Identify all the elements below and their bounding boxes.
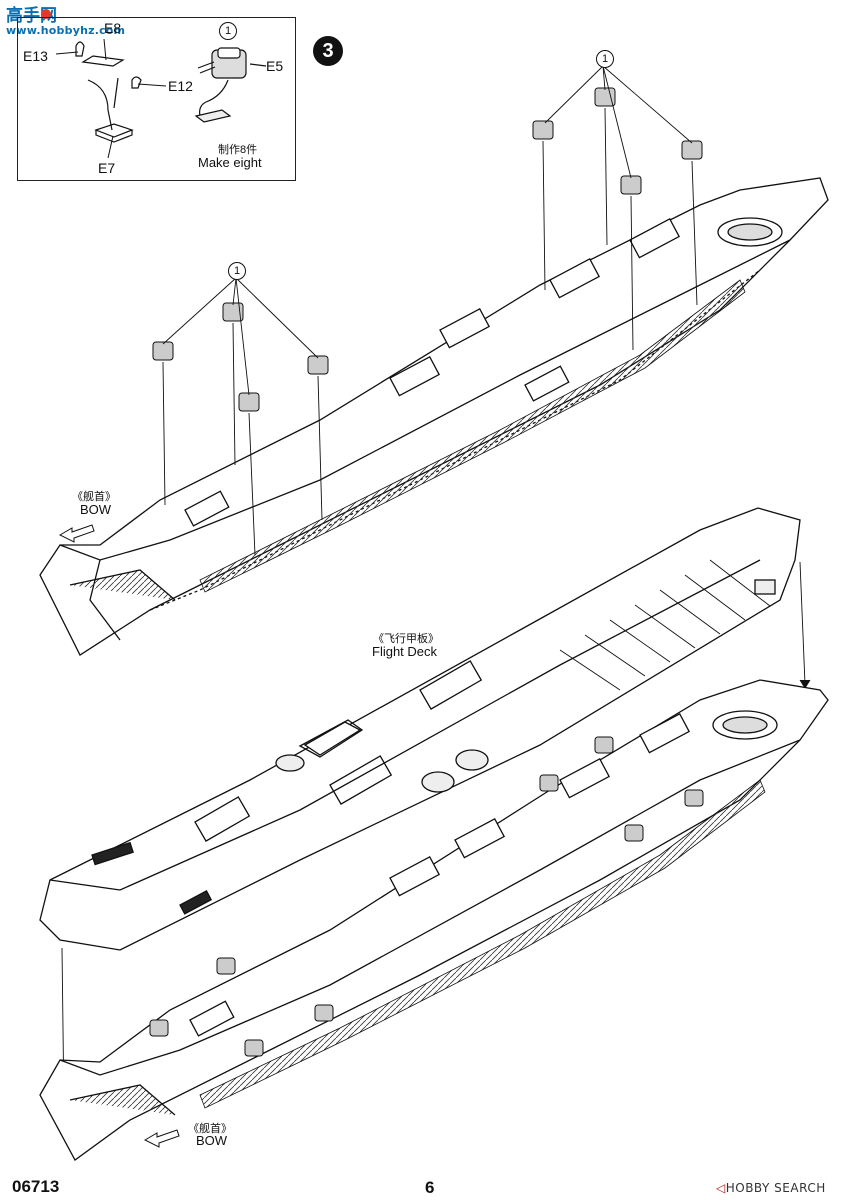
turrets-lower [149, 736, 704, 1057]
product-code: 06713 [12, 1177, 60, 1196]
bow-label-cn-lower: 《舰首》 [188, 1123, 232, 1135]
mount-assembly-right [194, 47, 267, 123]
callout-lines [162, 65, 698, 556]
hull-lower-outline [39, 679, 829, 1161]
part-e8-shape [81, 55, 125, 67]
bow-label-cn-upper: 《舰首》 [72, 491, 116, 503]
arrow-icon [143, 1129, 180, 1148]
flight-deck-label-en: Flight Deck [372, 644, 438, 659]
flight-deck [39, 507, 801, 951]
turrets-upper-left [152, 302, 329, 412]
hobbysearch-left: HOBBY [725, 1181, 770, 1195]
deck-grille [91, 841, 134, 866]
bow-arrow-upper [58, 524, 95, 543]
deck-block [439, 307, 491, 349]
hull-upper-side-detail [199, 279, 746, 593]
part-label-e12: E12 [168, 78, 193, 94]
quantity-cn: 制作8件 [218, 144, 258, 156]
watermark-dot-icon [41, 9, 51, 19]
mount-assembly-left [75, 41, 142, 143]
hull-upper [39, 177, 829, 656]
inset-box: E8 E13 E12 E7 E5 1 制作8件 Make eight [17, 17, 296, 181]
part-label-e13: E13 [23, 48, 48, 64]
hobbysearch-arrow-icon: ◁ [716, 1181, 726, 1195]
bow-label-en-lower: BOW [196, 1133, 228, 1148]
callout-number-right: 1 [596, 50, 614, 68]
part-label-e7: E7 [98, 160, 116, 176]
callout-number: 1 [219, 22, 237, 40]
watermark-url: www.hobbyhz.com [6, 24, 126, 37]
page-number: 6 [425, 1178, 435, 1197]
part-e12-shape [131, 76, 142, 89]
turrets-upper-right [532, 87, 703, 195]
bow-label-en-upper: BOW [80, 502, 112, 517]
part-label-e5: E5 [266, 58, 284, 74]
hobbysearch-watermark: ◁HOBBY SEARCH [716, 1181, 826, 1195]
hobbysearch-right: SEARCH [774, 1181, 826, 1195]
step-number-badge: 3 [313, 36, 343, 66]
bow-arrow-lower [143, 1129, 180, 1148]
flight-deck-label-cn: 《飞行甲板》 [373, 633, 439, 645]
callout-number-left: 1 [228, 262, 246, 280]
watermark-logo-mark: 高手网 [6, 5, 57, 26]
inset-drawing [55, 38, 267, 159]
arrow-icon [58, 524, 95, 543]
watermark-logo: 高手网 www.hobbyhz.com [6, 4, 125, 37]
turret [532, 120, 554, 140]
hull-lower [39, 679, 829, 1161]
hull-lower-side-detail [199, 779, 766, 1109]
quantity-en: Make eight [198, 155, 262, 170]
part-label-e8: E8 [104, 20, 122, 36]
